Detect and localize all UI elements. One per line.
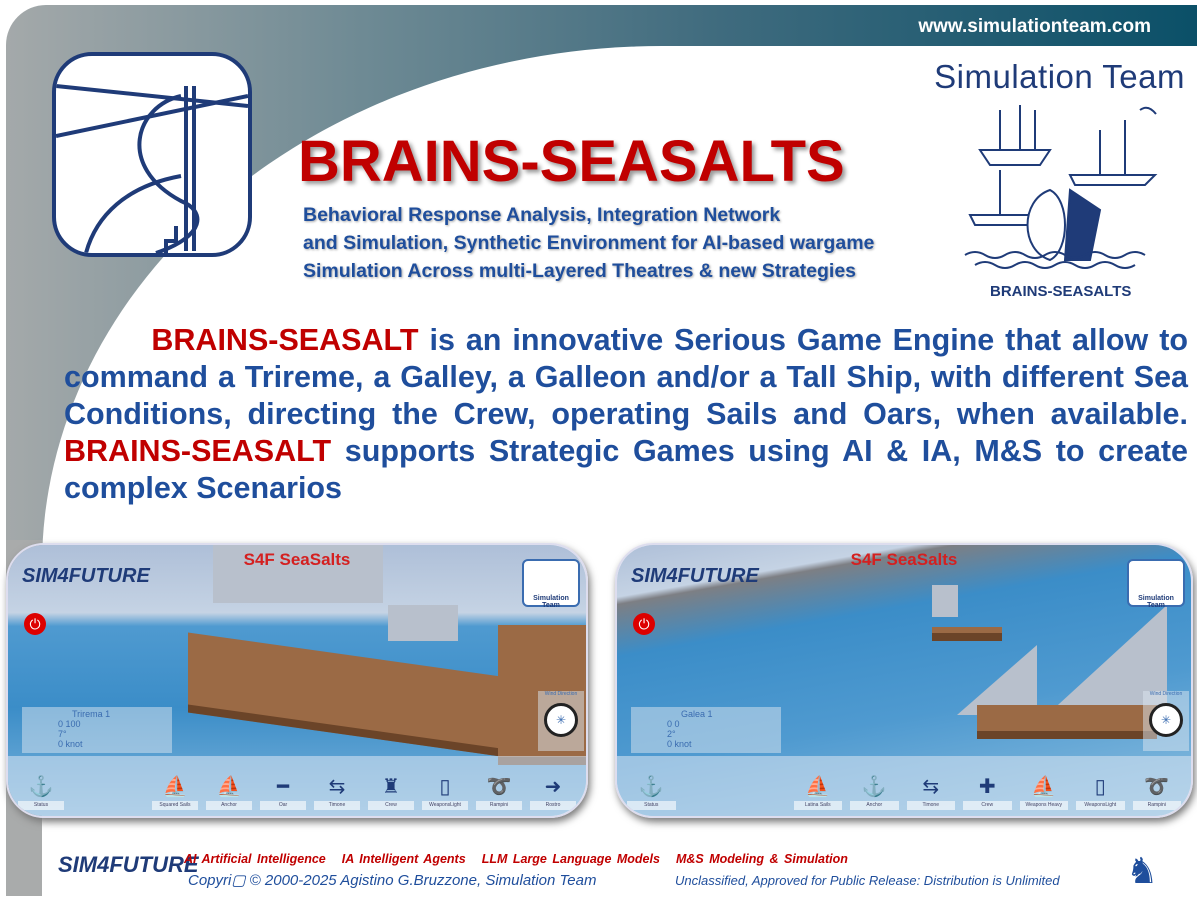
tool-label: Anchor (850, 801, 899, 810)
definition: AI Artificial Intelligence (184, 852, 326, 866)
wind-label: Wind Direction (1149, 691, 1183, 697)
subtitle: Behavioral Response Analysis, Integratio… (303, 201, 874, 285)
ship-name: Galea 1 (681, 709, 713, 719)
simulation-team-badge: Simulation Team (522, 559, 580, 609)
game-screenshot-galley: S4F SeaSalts SIM4FUTURE Simulation Team … (615, 543, 1193, 818)
game-screenshot-trireme: S4F SeaSalts SIM4FUTURE Simulation Team … (6, 543, 588, 818)
definition: M&S Modeling & Simulation (675, 852, 848, 866)
subtitle-line: and Simulation, Synthetic Environment fo… (303, 232, 875, 254)
ship-speed: 0 knot (667, 739, 692, 749)
sim4future-footer-logo: SIM4FUTURE (58, 852, 199, 877)
distant-ship (932, 627, 1002, 641)
anchor-button[interactable]: ⚓Anchor (850, 773, 899, 810)
page-title: BRAINS-SEASALTS (298, 129, 845, 194)
description-text: supports Strategic Games using AI & IA, … (64, 434, 1188, 505)
rampini-button[interactable]: ➰Rampini (476, 773, 522, 810)
tool-label: Status (627, 801, 676, 810)
game-title: S4F SeaSalts (243, 550, 351, 569)
tool-label: Crew (368, 801, 414, 810)
anchor-button[interactable]: ⛵Anchor (206, 773, 252, 810)
compass-icon: ✳ (544, 703, 578, 737)
power-button[interactable]: ⏻ (633, 613, 655, 635)
status-button[interactable]: ⚓Status (627, 773, 676, 810)
product-name: BRAINS-SEASALT (151, 323, 419, 357)
timone-button[interactable]: ⇆Timone (906, 773, 955, 810)
simulation-team-logo (52, 52, 252, 257)
tool-label: Timone (314, 801, 360, 810)
ship-speed: 0 knot (58, 739, 83, 749)
status-button[interactable]: ⚓Status (18, 773, 64, 810)
weapons-light-button[interactable]: ▯WeaponsLight (1076, 773, 1125, 810)
sail (388, 605, 458, 641)
acronym-definitions: AI Artificial Intelligence IA Intelligent… (184, 852, 864, 866)
rostro-button[interactable]: ➜Rostro (530, 773, 576, 810)
power-button[interactable]: ⏻ (24, 613, 46, 635)
galley-ship (977, 705, 1157, 739)
tool-label: Rampini (476, 801, 522, 810)
definition: LLM Large Language Models (481, 852, 660, 866)
emblem-label: BRAINS-SEASALTS (990, 283, 1132, 300)
tool-label: Weapons Heavy (1019, 801, 1068, 810)
ship-status: 0 100 (58, 719, 81, 729)
wind-direction-panel: Wind Direction ✳ (538, 691, 584, 751)
lion-logo-icon: ♞ (1126, 850, 1159, 891)
weapons-heavy-button[interactable]: ⛵Weapons Heavy (1019, 773, 1068, 810)
ship-heading: 7° (58, 729, 67, 739)
product-name: BRAINS-SEASALT (64, 434, 332, 468)
tool-label: Rampini (1132, 801, 1181, 810)
ship-heading: 2° (667, 729, 676, 739)
brains-seasalts-emblem (960, 100, 1175, 300)
crew-button[interactable]: ✚Crew (963, 773, 1012, 810)
squared-sails-button[interactable]: ⛵Squared Sails (152, 773, 198, 810)
simulation-team-badge: Simulation Team (1127, 559, 1185, 609)
game-title: S4F SeaSalts (850, 550, 958, 569)
wind-label: Wind Direction (544, 691, 578, 697)
tool-label: Rostro (530, 801, 576, 810)
tool-label: WeaponsLight (422, 801, 468, 810)
weapons-light-button[interactable]: ▯WeaponsLight (422, 773, 468, 810)
sail (213, 545, 383, 603)
sail (932, 585, 958, 617)
tool-label: WeaponsLight (1076, 801, 1125, 810)
tool-label: Status (18, 801, 64, 810)
compass-icon: ✳ (1149, 703, 1183, 737)
tool-label: Squared Sails (152, 801, 198, 810)
oar-button[interactable]: ━Oar (260, 773, 306, 810)
rampini-button[interactable]: ➰Rampini (1132, 773, 1181, 810)
brand-name: Simulation Team (934, 58, 1185, 95)
sim4future-logo: SIM4FUTURE (22, 565, 150, 587)
subtitle-line: Behavioral Response Analysis, Integratio… (303, 204, 781, 226)
timone-button[interactable]: ⇆Timone (314, 773, 360, 810)
release-statement: Unclassified, Approved for Public Releas… (675, 873, 1060, 888)
tool-label: Latina Sails (793, 801, 842, 810)
ship-info-panel: Galea 1 0 0 2° 0 knot (631, 707, 781, 753)
latina-sails-button[interactable]: ⛵Latina Sails (793, 773, 842, 810)
wind-direction-panel: Wind Direction ✳ (1143, 691, 1189, 751)
command-toolbar: ⚓Status ⛵Latina Sails ⚓Anchor ⇆Timone ✚C… (617, 756, 1191, 816)
tool-label: Anchor (206, 801, 252, 810)
tool-label: Timone (906, 801, 955, 810)
sim4future-logo: SIM4FUTURE (631, 565, 759, 587)
ship-status: 0 0 (667, 719, 680, 729)
ship-name: Trirema 1 (72, 709, 111, 719)
subtitle-line: Simulation Across multi-Layered Theatres… (303, 260, 857, 282)
description: BRAINS-SEASALT is an innovative Serious … (64, 322, 1188, 507)
ship-info-panel: Trirema 1 0 100 7° 0 knot (22, 707, 172, 753)
tool-label: Crew (963, 801, 1012, 810)
definition: IA Intelligent Agents (341, 852, 466, 866)
command-toolbar: ⚓Status ⛵Squared Sails ⛵Anchor ━Oar ⇆Tim… (8, 756, 586, 816)
description-text: is an innovative Serious Game Engine tha… (64, 323, 1188, 431)
crew-button[interactable]: ♜Crew (368, 773, 414, 810)
website-url: www.simulationteam.com (918, 16, 1151, 37)
tool-label: Oar (260, 801, 306, 810)
copyright: Copyri▢ © 2000-2025 Agistino G.Bruzzone,… (188, 872, 597, 889)
